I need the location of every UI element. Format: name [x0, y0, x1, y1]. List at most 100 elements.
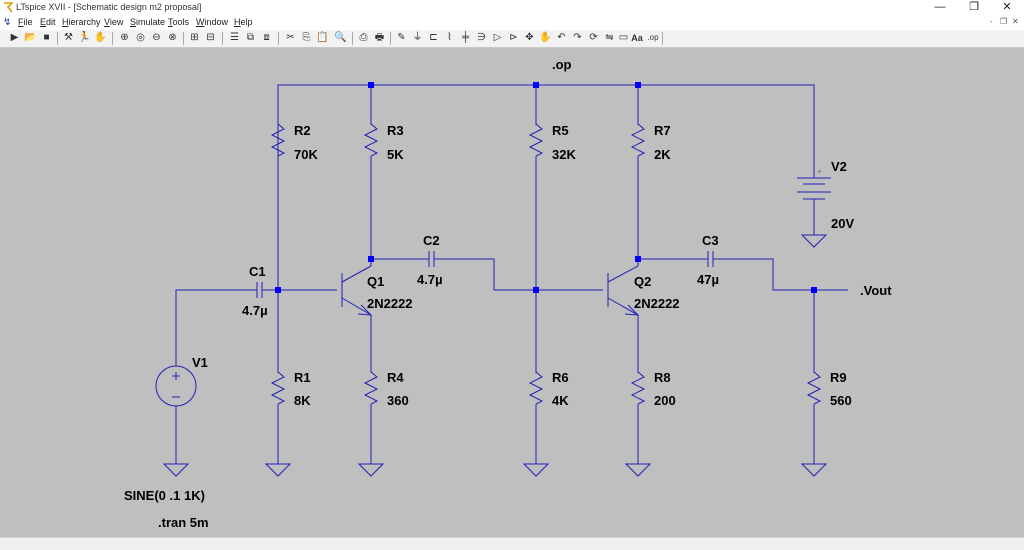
component-icon[interactable]: ⊳: [509, 32, 518, 43]
r2-value: 70K: [294, 147, 318, 162]
supply-rail-wire: [277, 84, 815, 166]
toolbar: ▶ 📂 ■ ⚒ 🏃 ✋ ⊕ ◎ ⊖ ⊗ ⊞ ⊟ ☰ ⧉ ⧈ ✂ ⎘ 📋 🔍 ⎙ …: [0, 30, 1024, 48]
r4-value: 360: [387, 393, 409, 408]
resistor-icon[interactable]: ⌇: [447, 32, 452, 43]
ltspice-app-icon[interactable]: [3, 2, 13, 13]
rotate-icon[interactable]: ⟳: [589, 32, 598, 43]
zoom-out-icon[interactable]: ⊖: [152, 32, 161, 43]
menu-simulate[interactable]: Simulate: [130, 17, 166, 27]
tile-horizontal-icon[interactable]: ☰: [230, 32, 239, 43]
print-preview-icon[interactable]: 🖶: [374, 32, 385, 43]
wire: [434, 258, 603, 291]
mdi-minimize-button[interactable]: -: [990, 17, 993, 26]
toolbar-separator: [222, 32, 223, 45]
cut-icon[interactable]: ✂: [286, 32, 295, 43]
inductor-icon[interactable]: ∋: [477, 32, 486, 43]
text-box-icon[interactable]: ▭: [618, 32, 629, 43]
run-icon[interactable]: 🏃: [78, 32, 91, 43]
new-schematic-icon[interactable]: ▶: [10, 32, 19, 43]
v1-value: SINE(0 .1 1K): [124, 488, 205, 503]
r9-value: 560: [830, 393, 852, 408]
resistor-symbol: [630, 370, 646, 405]
r4-ref: R4: [387, 370, 404, 385]
capacitor-icon[interactable]: ╪: [461, 32, 470, 43]
status-bar: [0, 537, 1024, 550]
menu-view[interactable]: View: [104, 17, 124, 27]
undo-icon[interactable]: ↶: [557, 32, 566, 43]
pan-icon[interactable]: ◎: [136, 32, 145, 43]
ground-icon[interactable]: ⏚: [412, 32, 423, 43]
menu-edit[interactable]: Edit: [40, 17, 56, 27]
toolbar-separator: [390, 32, 391, 45]
mirror-icon[interactable]: ⇋: [605, 32, 614, 43]
menu-hierarchy[interactable]: Hierarchy: [62, 17, 101, 27]
r7-ref: R7: [654, 123, 671, 138]
find-icon[interactable]: 🔍: [334, 32, 347, 43]
r1-value: 8K: [294, 393, 311, 408]
junction-dot: [811, 287, 817, 293]
transistor-collector: [607, 265, 639, 283]
c1-value: 4.7µ: [242, 303, 268, 318]
r6-value: 4K: [552, 393, 569, 408]
menu-file[interactable]: File: [18, 17, 33, 27]
menu-bar: ↯ File Edit Hierarchy View Simulate Tool…: [0, 16, 1024, 30]
autoscale-icon[interactable]: ⊞: [190, 32, 199, 43]
schematic-canvas[interactable]: + .op R2 70K R3 5K R5 32K R7 2K V2 20V C…: [0, 48, 1024, 537]
copy-icon[interactable]: ⎘: [302, 32, 311, 43]
diode-icon[interactable]: ▷: [493, 32, 502, 43]
c2-value: 4.7µ: [417, 272, 443, 287]
toolbar-separator: [183, 32, 184, 45]
minimize-button[interactable]: —: [934, 1, 946, 13]
toolbar-separator: [57, 32, 58, 45]
print-icon[interactable]: ⎙: [359, 32, 368, 43]
redo-icon[interactable]: ↷: [573, 32, 582, 43]
close-window-icon[interactable]: ⧉: [246, 32, 255, 43]
r5-value: 32K: [552, 147, 576, 162]
ground-symbol: [800, 234, 828, 248]
menu-window[interactable]: Window: [196, 17, 229, 27]
mdi-close-button[interactable]: ✕: [1012, 17, 1019, 26]
c2-ref: C2: [423, 233, 440, 248]
spice-directive-op: .op: [552, 57, 572, 72]
resistor-symbol: [528, 122, 544, 157]
label-net-icon[interactable]: ⊏: [429, 32, 438, 43]
r2-ref: R2: [294, 123, 311, 138]
junction-dot: [533, 287, 539, 293]
save-icon[interactable]: ■: [43, 32, 50, 43]
junction-dot: [635, 256, 641, 262]
title-bar: LTspice XVII - [Schematic design m2 prop…: [0, 0, 1024, 17]
halt-icon[interactable]: ✋: [94, 32, 107, 43]
spice-directive-icon[interactable]: .op: [647, 33, 659, 42]
q2-ref: Q2: [634, 274, 651, 289]
drag-icon[interactable]: ✋: [539, 32, 552, 43]
menu-tools[interactable]: Tools: [168, 17, 190, 27]
tile-vertical-icon[interactable]: ⊟: [206, 32, 215, 43]
paste-icon[interactable]: 📋: [316, 32, 329, 43]
move-icon[interactable]: ✥: [525, 32, 534, 43]
ground-symbol: [162, 463, 190, 477]
mdi-restore-button[interactable]: ❐: [1000, 17, 1008, 26]
toolbar-separator: [278, 32, 279, 45]
menu-help[interactable]: Help: [234, 17, 253, 27]
toolbar-separator: [662, 32, 663, 45]
r8-ref: R8: [654, 370, 671, 385]
resistor-symbol: [806, 370, 822, 405]
junction-dot: [533, 82, 539, 88]
r3-value: 5K: [387, 147, 404, 162]
close-button[interactable]: ✕: [1002, 1, 1012, 13]
restore-button[interactable]: ❐: [969, 1, 979, 13]
open-icon[interactable]: 📂: [24, 32, 37, 43]
ground-symbol: [522, 463, 550, 477]
zoom-in-icon[interactable]: ⊕: [120, 32, 129, 43]
transistor-emitter: [607, 297, 639, 316]
control-panel-icon[interactable]: ⚒: [64, 32, 73, 43]
resistor-symbol: [270, 370, 286, 405]
junction-dot: [368, 256, 374, 262]
toolbar-separator: [352, 32, 353, 45]
cascade-icon[interactable]: ⧈: [263, 32, 270, 43]
resistor-symbol: [363, 370, 379, 405]
text-icon[interactable]: Aa: [631, 33, 643, 43]
zoom-fit-icon[interactable]: ⊗: [168, 32, 177, 43]
document-icon[interactable]: ↯: [3, 17, 12, 28]
wire-icon[interactable]: ✎: [397, 32, 406, 43]
